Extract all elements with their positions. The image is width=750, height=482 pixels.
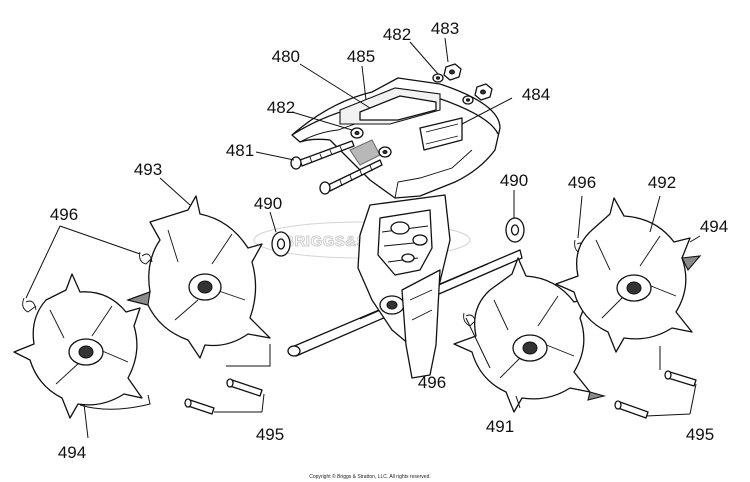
copyright-notice: Copyright © Briggs & Stratton, LLC. All … <box>309 473 431 480</box>
callout-481: 481 <box>226 141 254 160</box>
callout-492: 492 <box>648 173 676 192</box>
callout-labels: 480 485 482 483 484 482 481 490 490 493 … <box>50 19 728 462</box>
callout-496-left: 496 <box>50 205 78 224</box>
callout-494-right: 494 <box>700 217 728 236</box>
tine-492[interactable] <box>555 197 702 353</box>
callout-494-left: 494 <box>58 443 86 462</box>
top-housing-480[interactable] <box>291 77 501 199</box>
nut-483[interactable] <box>432 63 493 105</box>
callout-482-left: 482 <box>267 98 295 117</box>
callout-496-right: 496 <box>568 173 596 192</box>
callout-493: 493 <box>134 160 162 179</box>
callout-495-left: 495 <box>256 425 284 444</box>
callout-490-right: 490 <box>500 171 528 190</box>
callout-480: 480 <box>272 47 300 66</box>
spacer-490-left[interactable] <box>271 231 291 257</box>
pin-495-left[interactable] <box>184 378 263 415</box>
tine-491[interactable] <box>453 257 607 413</box>
callout-485: 485 <box>347 47 375 66</box>
callout-490-left: 490 <box>254 194 282 213</box>
hairpin-clip-496-left[interactable] <box>22 251 153 313</box>
pin-495-right[interactable] <box>614 370 697 419</box>
gearbox-assembly[interactable] <box>287 194 523 379</box>
spacer-490-right[interactable] <box>505 217 525 243</box>
bolt-481[interactable] <box>290 140 383 195</box>
callout-491: 491 <box>486 417 514 436</box>
leader-lines <box>25 37 701 439</box>
callout-496-center: 496 <box>418 373 446 392</box>
callout-482-top: 482 <box>383 25 411 44</box>
callout-484: 484 <box>522 85 550 104</box>
tine-494-left[interactable] <box>13 273 151 419</box>
tine-493[interactable] <box>126 195 271 359</box>
callout-495-right: 495 <box>686 425 714 444</box>
callout-483: 483 <box>431 19 459 38</box>
